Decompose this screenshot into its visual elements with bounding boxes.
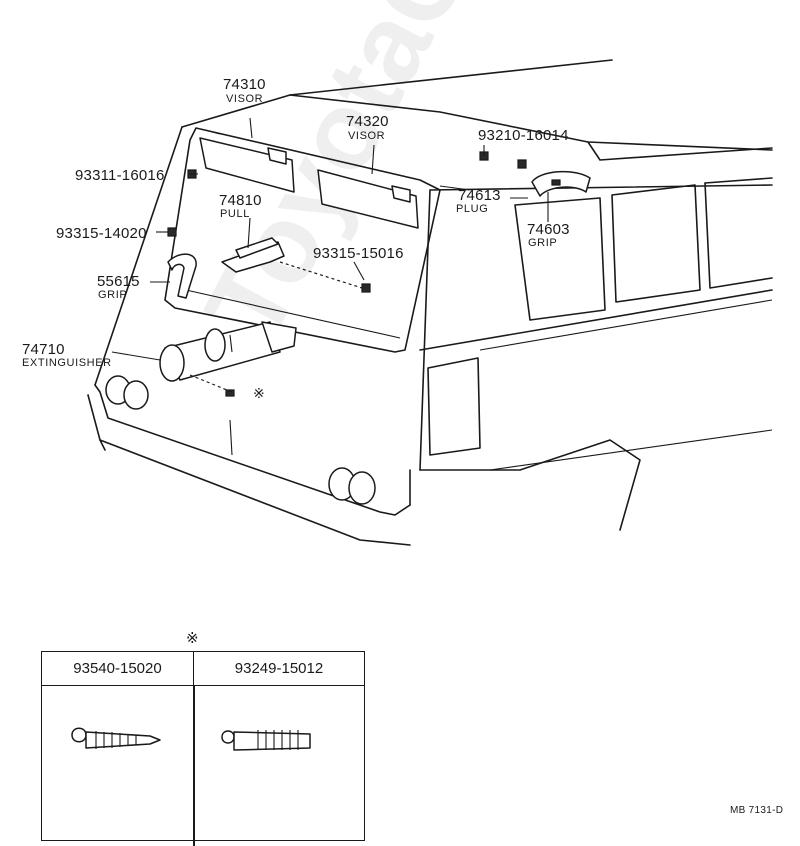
label-screw-pull-part-number: 93315-15016 [313,245,404,262]
label-visor-left-name: VISOR [226,93,264,105]
label-visor-right-part-number: 74320 [346,113,389,130]
label-visor-right-name: VISOR [348,130,386,142]
label-screw-grip-part-number: 93315-14020 [56,225,147,242]
asterisk-mark-table: ※ [186,630,199,647]
table-header-col2: 93249-15012 [194,652,364,686]
asterisk-mark-diagram: ※ [253,385,265,401]
label-screw-visor-part-number: 93311-16016 [75,167,165,184]
grip-right [531,170,591,197]
reference-code: MB 7131-D [730,805,784,816]
label-grip-right-part-number: 74603 [527,221,570,238]
label-grip-right-name: GRIP [528,237,558,249]
label-extinguisher-part-number: 74710 [22,341,65,358]
table-header-col1: 93540-15020 [42,652,194,686]
leader-lines [111,117,549,393]
pull-handle [221,237,285,273]
fastener-detail-table: 93540-15020 93249-15012 [41,651,365,846]
vehicle-body [87,59,773,546]
label-plug-part-number: 74613 [458,187,501,204]
label-extinguisher-name: EXTINGUISHER [22,357,112,369]
label-grip-left-name: GRIP [98,289,128,301]
screw-detail-1 [71,727,161,749]
extinguisher [159,321,297,382]
label-bolt-top-part-number: 93210-16014 [478,127,569,144]
grip-left [167,253,197,299]
label-pull-name: PULL [220,208,250,220]
label-pull-part-number: 74810 [219,192,262,209]
label-grip-left-part-number: 55615 [97,273,140,290]
screw-detail-2 [221,730,311,751]
visor-left [199,129,295,193]
label-visor-left-part-number: 74310 [223,76,266,93]
label-plug-name: PLUG [456,203,489,215]
visor-right [317,169,419,229]
table-divider [193,686,195,846]
fasteners [167,151,527,397]
